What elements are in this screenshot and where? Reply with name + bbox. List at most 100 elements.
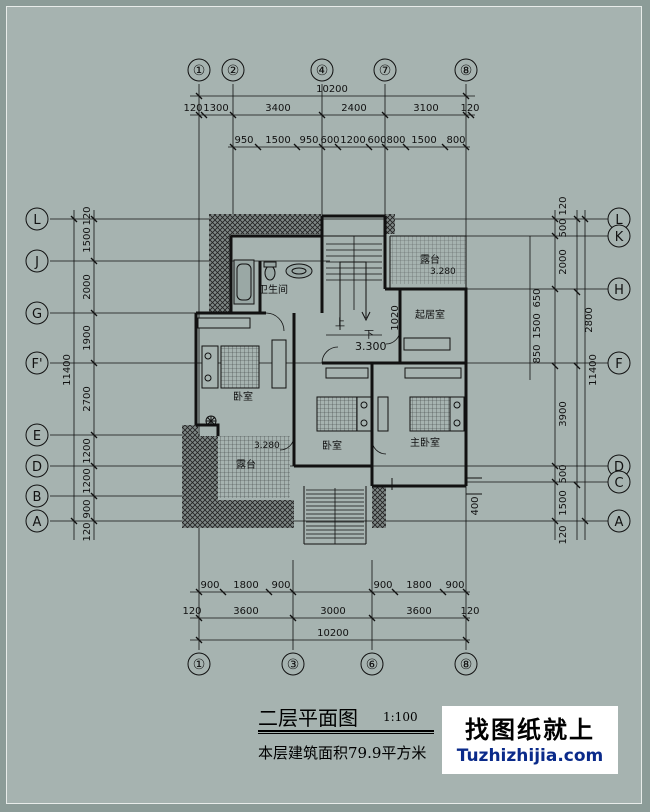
dim-top-total: 10200 [316,84,348,95]
dim-left-total: 11400 [62,354,73,386]
dim-top-row1: 120 [183,103,202,114]
dim-top-row1: 3100 [413,103,438,114]
dim-top-row2: 950 [234,135,253,146]
stair-arrow [339,261,371,330]
bed-left [201,345,260,389]
title-underline [258,733,434,734]
axis-label-top: ⑦ [379,63,392,79]
dim-bottom-row1: 900 [373,580,392,591]
watermark-text-en: Tuzhizhijia.com [456,746,604,766]
dim-left: 120 [82,206,93,225]
axis-label-left: L [33,213,41,228]
axis-label-left: A [33,515,42,530]
dim-bottom-row2: 3600 [233,606,258,617]
room-master-bedroom-label: 主卧室 [410,436,440,449]
dim-top-row1: 2400 [341,103,366,114]
area-note: 本层建筑面积79.9平方米 [258,744,427,762]
dim-left: 1500 [82,227,93,252]
axis-label-left: G [32,307,42,322]
dim-left: 900 [82,499,93,518]
axis-label-bottom: ① [193,657,206,673]
bed-master [409,396,465,432]
toilet [263,261,277,281]
dim-top-row2: 950 [299,135,318,146]
dim-top-row2: 600 [320,135,339,146]
axis-label-left: E [33,429,41,444]
dim-bottom-row2: 3000 [320,606,345,617]
axis-label-left: D [32,460,42,475]
axis-label-right: A [615,515,624,530]
room-balcony-label: 露台 [420,253,440,266]
dim-right: 2000 [558,249,569,274]
door-swings [265,312,401,455]
stair-treads [306,236,382,544]
dim-top-row2: 1500 [411,135,436,146]
axis-label-left: J [34,255,39,270]
room-bathroom-label: 卫生间 [258,283,288,296]
dim-bottom-row1: 1800 [233,580,258,591]
room-terrace-label: 露台 [236,458,256,471]
axis-label-right: F [615,357,622,372]
dim-bottom-row2: 120 [460,606,479,617]
dim-bottom-row1: 900 [445,580,464,591]
axis-label-left: F' [31,357,42,372]
dim-top-row2: 600 [367,135,386,146]
axis-label-right: K [615,230,624,245]
room-living-label: 起居室 [415,308,445,321]
dim-bottom-row1: 900 [200,580,219,591]
axis-label-right: L [615,213,623,228]
drawing-scale: 1:100 [383,710,418,724]
dimension-lines [70,92,589,644]
dim-right-mid: 120 [558,196,569,215]
axis-bubbles [25,58,631,676]
axis-label-bottom: ⑧ [460,657,473,673]
dim-right: 1500 [532,313,543,338]
dim-right: 500 [558,218,569,237]
room-bedroom-left-label: 卧室 [233,390,253,403]
watermark-logo: 找图纸就上 Tuzhizhijia.com [442,706,618,774]
walls [194,214,468,488]
bathtub [233,259,255,305]
dim-misc: 1020 [390,305,401,330]
dim-left: 1200 [82,438,93,463]
room-balcony-level: 3.280 [430,267,456,277]
dim-right-mid: 2800 [584,307,595,332]
wardrobes [197,317,462,432]
dim-left: 120 [82,522,93,541]
dim-bottom-row1: 900 [271,580,290,591]
dim-bottom-row2: 3600 [406,606,431,617]
stair-level: 3.300 [355,340,387,353]
dim-left: 1200 [82,468,93,493]
stair-up-label: 上 [335,317,345,329]
dim-right-mid: 1500 [558,490,569,515]
dim-left: 2000 [82,274,93,299]
dim-left: 1900 [82,325,93,350]
axis-label-right: H [614,283,624,298]
dim-bottom-total: 10200 [317,628,349,639]
room-terrace-level: 3.280 [254,441,280,451]
dim-left: 2700 [82,386,93,411]
axis-label-top: ② [227,63,240,79]
dim-top-row1: 3400 [265,103,290,114]
plant-icon [205,415,217,427]
dim-misc: 400 [470,496,481,515]
axis-label-top: ① [193,63,206,79]
axis-label-right: D [614,460,624,475]
dim-top-row2: 1200 [340,135,365,146]
title-underline [258,730,434,732]
dim-top-row2: 800 [386,135,405,146]
axis-label-right: C [614,476,623,491]
dim-top-row2: 1500 [265,135,290,146]
watermark-text-cn: 找图纸就上 [465,716,595,744]
room-bedroom-middle-label: 卧室 [322,439,342,452]
axis-label-bottom: ⑥ [366,657,379,673]
basin [285,263,313,279]
dim-top-row2: 800 [446,135,465,146]
dim-top-row1: 120 [460,103,479,114]
dim-right: 850 [532,344,543,363]
axis-label-bottom: ③ [287,657,300,673]
dim-bottom-row1: 1800 [406,580,431,591]
dim-bottom-row2: 120 [182,606,201,617]
